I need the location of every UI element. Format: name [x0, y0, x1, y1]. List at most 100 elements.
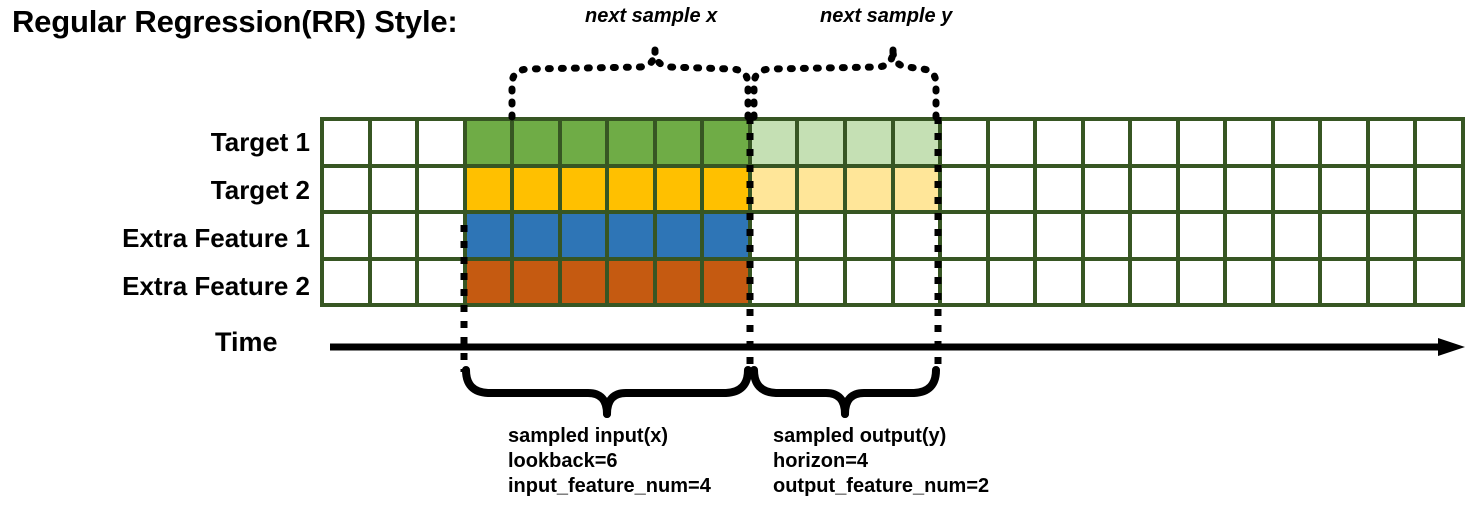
grid-cell-extra-feature-1-6-input [609, 214, 653, 257]
page-title: Regular Regression(RR) Style: [12, 4, 458, 39]
grid-cell-target-1-4-input [514, 121, 558, 164]
grid-cell-target-1-11-output [846, 121, 891, 164]
grid-cell-target-1-7-input [656, 121, 701, 164]
grid-cell-extra-feature-1-20-empty [1274, 214, 1319, 257]
grid-cell-extra-feature-2-20-empty [1274, 260, 1319, 303]
grid-cell-extra-feature-1-17-empty [1132, 214, 1176, 257]
sampled-input-line-2: lookback=6 [508, 450, 618, 472]
grid-cell-extra-feature-2-11-empty [846, 260, 891, 303]
grid-cell-target-1-13-empty [942, 121, 986, 164]
grid-cell-extra-feature-1-19-empty [1227, 214, 1271, 257]
grid-cell-extra-feature-1-5-input [561, 214, 606, 257]
grid-cell-extra-feature-2-10-empty [799, 260, 843, 303]
grid-cell-target-2-10-output [799, 167, 843, 210]
grid-cell-extra-feature-2-0-empty [324, 260, 368, 303]
grid-cell-extra-feature-1-23-empty [1417, 214, 1461, 257]
grid-cell-target-2-1-empty [371, 167, 416, 210]
grid-cell-target-2-13-empty [942, 167, 986, 210]
grid-cell-target-2-6-input [609, 167, 653, 210]
row-label-target-1: Target 1 [210, 127, 310, 157]
grid-cell-target-2-15-empty [1037, 167, 1081, 210]
timeseries-grid [320, 117, 1465, 307]
sampled-input-line-3: input_feature_num=4 [508, 475, 711, 497]
grid-cell-extra-feature-2-1-empty [371, 260, 416, 303]
grid-cell-target-1-21-empty [1322, 121, 1366, 164]
grid-cell-extra-feature-1-15-empty [1037, 214, 1081, 257]
next-sample-x-label: next sample x [585, 5, 718, 27]
grid-cell-extra-feature-1-14-empty [989, 214, 1034, 257]
grid-cell-target-1-17-empty [1132, 121, 1176, 164]
grid-cell-target-1-3-input [466, 121, 511, 164]
grid-cell-extra-feature-2-7-input [656, 260, 701, 303]
grid-cell-target-1-12-output [894, 121, 939, 164]
grid-cell-extra-feature-2-13-empty [942, 260, 986, 303]
grid-cell-target-1-9-output [751, 121, 796, 164]
grid-cell-target-1-1-empty [371, 121, 416, 164]
grid-cell-target-1-23-empty [1417, 121, 1461, 164]
grid-cell-target-1-19-empty [1227, 121, 1271, 164]
grid-cell-extra-feature-2-23-empty [1417, 260, 1461, 303]
grid-cell-target-1-20-empty [1274, 121, 1319, 164]
grid-cell-extra-feature-2-8-input [704, 260, 748, 303]
grid-cell-target-2-3-input [466, 167, 511, 210]
grid-cell-extra-feature-2-9-empty [751, 260, 796, 303]
grid-cell-target-2-23-empty [1417, 167, 1461, 210]
grid-cell-target-1-8-input [704, 121, 748, 164]
sampled-input-brace [462, 366, 752, 418]
grid-cell-target-1-15-empty [1037, 121, 1081, 164]
row-label-extra-feature-2: Extra Feature 2 [122, 271, 310, 301]
grid-cell-target-2-19-empty [1227, 167, 1271, 210]
grid-cell-target-1-22-empty [1369, 121, 1414, 164]
grid-cell-target-2-20-empty [1274, 167, 1319, 210]
grid-cell-extra-feature-1-11-empty [846, 214, 891, 257]
grid-cell-extra-feature-2-18-empty [1179, 260, 1224, 303]
grid-cell-target-1-0-empty [324, 121, 368, 164]
sampled-input-line-1: sampled input(x) [508, 425, 669, 447]
grid-cell-extra-feature-1-13-empty [942, 214, 986, 257]
sampled-output-brace [750, 366, 940, 418]
grid-cell-target-1-2-empty [419, 121, 463, 164]
grid-cell-extra-feature-1-0-empty [324, 214, 368, 257]
grid-cell-target-1-14-empty [989, 121, 1034, 164]
row-label-extra-feature-1: Extra Feature 1 [122, 223, 310, 253]
grid-cell-extra-feature-1-4-input [514, 214, 558, 257]
sampled-output-line-1: sampled output(y) [773, 425, 947, 447]
grid-cell-extra-feature-1-7-input [656, 214, 701, 257]
grid-cell-extra-feature-1-3-input [466, 214, 511, 257]
sampled-input-annotation: sampled input(x) lookback=6 input_featur… [508, 424, 711, 499]
grid-cell-target-2-12-output [894, 167, 939, 210]
grid-cell-extra-feature-2-3-input [466, 260, 511, 303]
grid-cell-extra-feature-2-5-input [561, 260, 606, 303]
grid-cell-extra-feature-1-21-empty [1322, 214, 1366, 257]
grid-cell-extra-feature-2-2-empty [419, 260, 463, 303]
grid-cell-target-2-22-empty [1369, 167, 1414, 210]
grid-cell-extra-feature-1-18-empty [1179, 214, 1224, 257]
grid-cell-target-2-18-empty [1179, 167, 1224, 210]
time-axis-label: Time [215, 327, 278, 357]
grid-cell-extra-feature-2-12-empty [894, 260, 939, 303]
grid-cell-extra-feature-2-15-empty [1037, 260, 1081, 303]
grid-cell-target-2-16-empty [1084, 167, 1129, 210]
grid-cell-target-2-14-empty [989, 167, 1034, 210]
grid-cell-target-2-8-input [704, 167, 748, 210]
grid-cell-extra-feature-1-22-empty [1369, 214, 1414, 257]
grid-cell-target-2-0-empty [324, 167, 368, 210]
grid-cell-target-1-6-input [609, 121, 653, 164]
grid-cell-target-2-21-empty [1322, 167, 1366, 210]
grid-cell-target-2-11-output [846, 167, 891, 210]
grid-cell-target-1-10-output [799, 121, 843, 164]
row-label-target-2: Target 2 [210, 175, 310, 205]
grid-cell-target-2-2-empty [419, 167, 463, 210]
grid-cell-target-1-18-empty [1179, 121, 1224, 164]
grid-cell-extra-feature-2-19-empty [1227, 260, 1271, 303]
grid-cell-extra-feature-2-16-empty [1084, 260, 1129, 303]
grid-cell-target-2-4-input [514, 167, 558, 210]
grid-cell-target-2-9-output [751, 167, 796, 210]
grid-cell-extra-feature-2-6-input [609, 260, 653, 303]
grid-cell-extra-feature-2-17-empty [1132, 260, 1176, 303]
grid-cell-extra-feature-1-8-input [704, 214, 748, 257]
grid-cell-extra-feature-1-1-empty [371, 214, 416, 257]
next-sample-y-bracket [750, 48, 940, 121]
grid-cell-extra-feature-2-14-empty [989, 260, 1034, 303]
